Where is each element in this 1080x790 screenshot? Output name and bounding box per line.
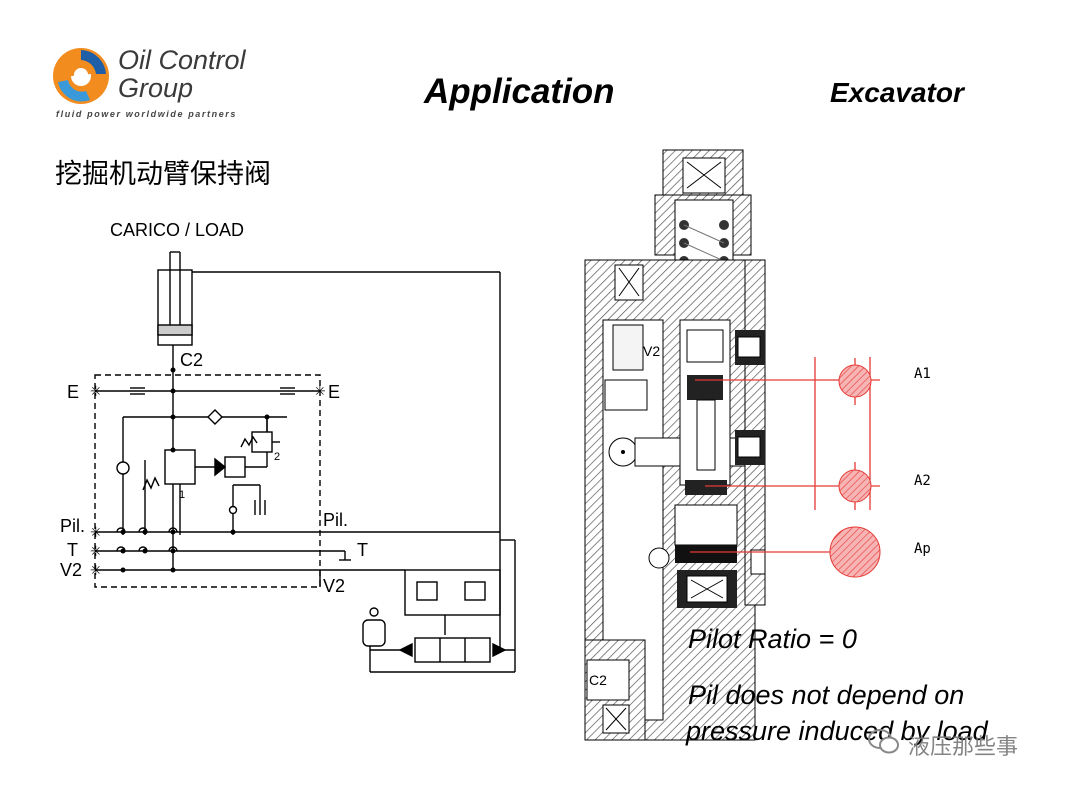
port-2-label: 2 [274,451,280,463]
note-pilot-ratio: Pilot Ratio = 0 [688,624,857,654]
page-title: Application [424,72,615,111]
c2-label: C2 [180,350,203,370]
port-1-label: 1 [179,489,185,501]
v2-section-label: V2 [643,343,660,359]
svg-text:✳: ✳ [90,543,102,559]
hydraulic-schematic: ✳✳ ✳✳✳ CARICO / LOAD C2 E E Pil. Pil. T … [60,220,516,673]
ap-label: Ap [914,541,931,557]
logo-tagline: fluid power worldwide partners [56,109,238,119]
valve-cross-section: V2 C2 [584,149,881,741]
t-left-label: T [67,540,78,560]
pil-right-label: Pil. [323,510,348,530]
wechat-icon [868,729,899,754]
page-subtitle: Excavator [830,77,964,108]
chinese-title: 挖掘机动臂保持阀 [55,159,271,190]
note-line-2: Pil does not depend on [688,680,965,710]
logo-line-2: Group [118,73,194,103]
a2-label: A2 [914,473,931,489]
svg-text:✳: ✳ [314,383,326,399]
a1-label: A1 [914,366,931,382]
logo-line-1: Oil Control [118,45,246,75]
c2-section-label: C2 [589,672,607,688]
load-label: CARICO / LOAD [110,220,244,240]
pil-left-label: Pil. [60,516,85,536]
note-line-3: pressure induced by load [686,716,988,746]
svg-text:✳: ✳ [90,524,102,540]
e-left-label: E [67,382,79,402]
svg-text:✳: ✳ [90,562,102,578]
v2-right-label: V2 [323,576,345,596]
watermark-text: 液压那些事 [908,735,1019,760]
e-right-label: E [328,382,340,402]
svg-text:✳: ✳ [90,383,102,399]
t-right-label: T [357,540,368,560]
oil-control-group-logo-icon [53,48,109,104]
v2-left-label: V2 [60,560,82,580]
